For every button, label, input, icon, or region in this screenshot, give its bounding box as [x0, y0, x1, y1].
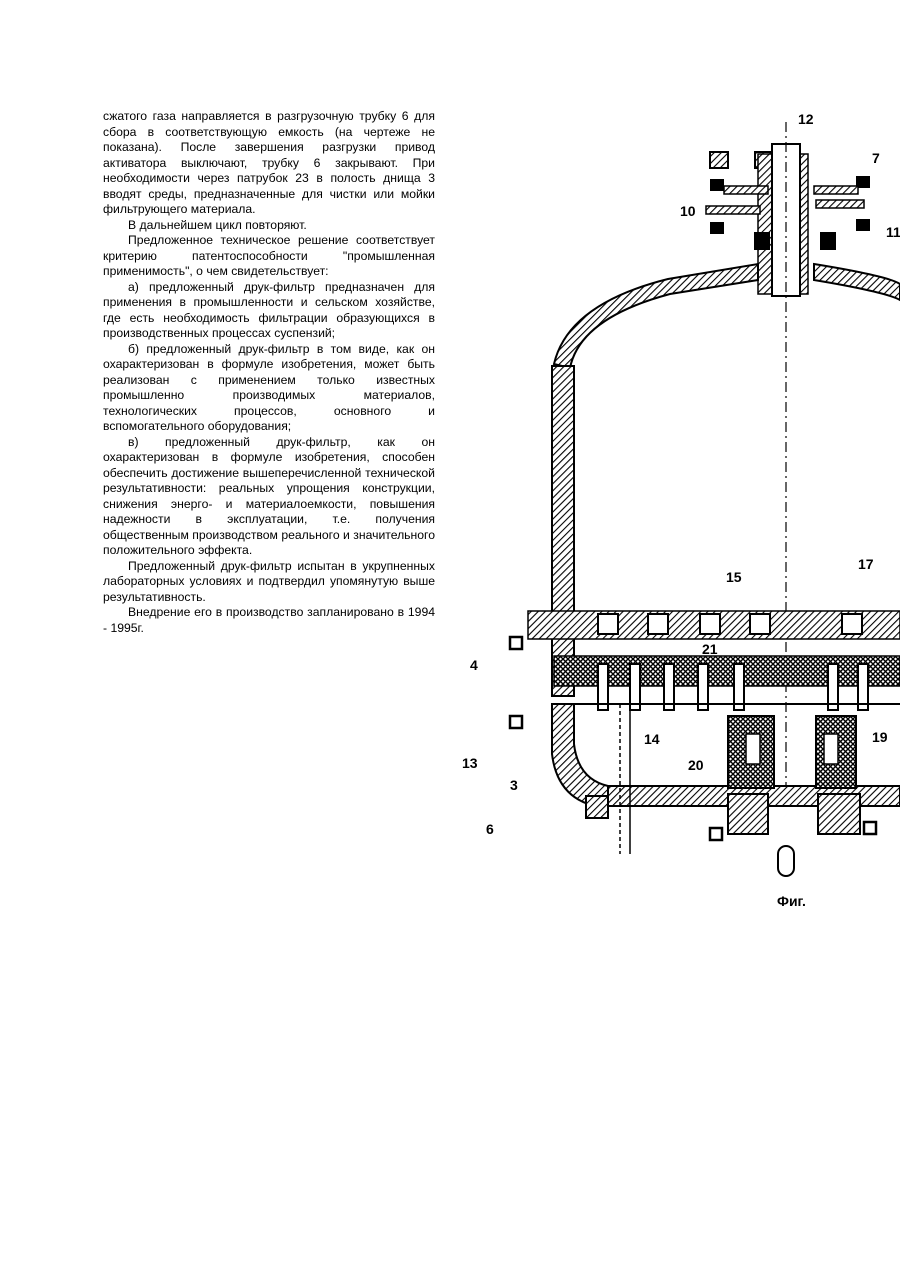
label-4: 4: [470, 657, 478, 673]
paragraph: В дальнейшем цикл повторяют.: [103, 218, 435, 234]
paragraph: а) предложенный друк-фильтр предназначен…: [103, 280, 435, 342]
label-12: 12: [798, 111, 814, 127]
label-20: 20: [688, 757, 704, 773]
label-7: 7: [872, 150, 880, 166]
top-nozzle-assembly: [706, 122, 870, 804]
label-21: 21: [702, 641, 718, 657]
figure-caption: Фиг.: [777, 893, 806, 909]
text-column: сжатого газа направляется в разгрузочную…: [103, 109, 435, 636]
label-15: 15: [726, 569, 742, 585]
technical-drawing: 12 7 10 11 15 17 21 4 14 19 13 20 3 6 Фи…: [458, 104, 900, 924]
paragraph: Предложенное техническое решение соответ…: [103, 233, 435, 280]
label-3: 3: [510, 777, 518, 793]
paragraph: б) предложенный друк-фильтр в том виде, …: [103, 342, 435, 435]
label-14: 14: [644, 731, 660, 747]
paragraph: в) предложенный друк-фильтр, как он охар…: [103, 435, 435, 559]
label-19: 19: [872, 729, 888, 745]
label-17: 17: [858, 556, 874, 572]
label-6: 6: [486, 821, 494, 837]
label-13: 13: [462, 755, 478, 771]
label-11: 11: [886, 224, 900, 240]
paragraph: Внедрение его в производство запланирова…: [103, 605, 435, 636]
paragraph: Предложенный друк-фильтр испытан в укруп…: [103, 559, 435, 606]
paragraph: сжатого газа направляется в разгрузочную…: [103, 109, 435, 218]
label-10: 10: [680, 203, 696, 219]
